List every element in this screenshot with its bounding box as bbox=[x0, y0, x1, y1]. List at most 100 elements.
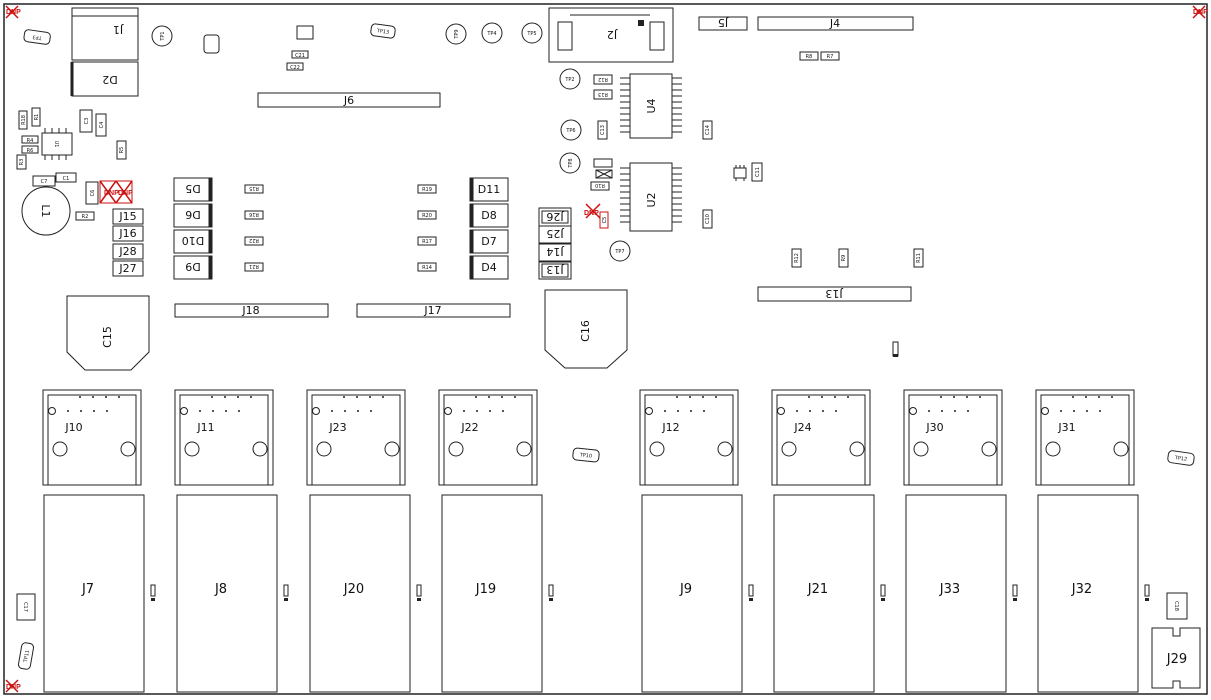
terminal-label: J20 bbox=[343, 582, 364, 597]
jack-label: J12 bbox=[661, 421, 679, 434]
terminal-block-j32: J32 bbox=[1037, 494, 1150, 693]
svg-text:TP2: TP2 bbox=[564, 77, 574, 83]
svg-text:D5: D5 bbox=[185, 182, 200, 195]
svg-text:C13: C13 bbox=[600, 125, 606, 135]
svg-text:C6: C6 bbox=[90, 190, 96, 197]
svg-text:J28: J28 bbox=[118, 245, 136, 258]
svg-text:D4: D4 bbox=[481, 261, 496, 274]
jack-label: J30 bbox=[925, 421, 943, 434]
diode-d5: D5 bbox=[173, 177, 213, 202]
testpoint-tp1: TP1 bbox=[151, 25, 173, 47]
testpoint-tp3: TP3 bbox=[23, 29, 51, 45]
svg-text:TP11: TP11 bbox=[23, 650, 31, 664]
resistor-r14: R14 bbox=[417, 262, 437, 272]
jack-label: J24 bbox=[793, 421, 811, 434]
svg-text:TP12: TP12 bbox=[1173, 455, 1187, 463]
rj45-jack-j31: J31 bbox=[1035, 389, 1135, 486]
terminal-label: J21 bbox=[807, 582, 828, 597]
capacitor-c7: C7 bbox=[32, 175, 56, 187]
terminal-block-j21: J21 bbox=[773, 494, 886, 693]
connector-j28: J28 bbox=[112, 243, 144, 260]
connector-j6: J6 bbox=[257, 92, 441, 108]
connector-j26: J26 bbox=[538, 207, 572, 227]
resistor-r3: R3 bbox=[16, 154, 27, 170]
svg-text:C17: C17 bbox=[22, 602, 28, 612]
svg-text:L1: L1 bbox=[39, 204, 52, 217]
capacitor-c9-small bbox=[203, 34, 220, 54]
terminal-block-j7: J7 bbox=[43, 494, 156, 693]
ic-block-top bbox=[296, 25, 314, 40]
small-transistor-q bbox=[733, 165, 747, 181]
resistor-r7: R7 bbox=[820, 51, 840, 61]
svg-text:D11: D11 bbox=[478, 183, 500, 196]
capacitor-c3: C3 bbox=[79, 109, 93, 133]
svg-text:J25: J25 bbox=[546, 227, 564, 240]
resistor-r1: R1 bbox=[31, 107, 41, 127]
connector-j4: J4 bbox=[757, 16, 914, 31]
capacitor-c21: C21 bbox=[291, 50, 309, 59]
testpoint-tp6: TP6 bbox=[560, 119, 582, 141]
connector-j3: J13 bbox=[757, 286, 912, 302]
svg-text:R21: R21 bbox=[249, 263, 259, 269]
terminal-block-j33: J33 bbox=[905, 494, 1018, 693]
rj45-jack-j22: J22 bbox=[438, 389, 538, 486]
resistor-r16: R16 bbox=[244, 210, 264, 220]
svg-text:TP8: TP8 bbox=[568, 158, 574, 168]
connector-j5: J5 bbox=[698, 16, 748, 31]
svg-text:J17: J17 bbox=[423, 304, 441, 317]
resistor-r5: R5 bbox=[116, 140, 127, 160]
testpoint-tp8: TP8 bbox=[559, 152, 581, 174]
connector-j17: J17 bbox=[356, 303, 511, 318]
diode-d8: D8 bbox=[469, 203, 509, 228]
svg-text:R2: R2 bbox=[82, 214, 89, 220]
chip-u4: U4 bbox=[620, 73, 682, 139]
resistor-r12: R12 bbox=[791, 248, 802, 268]
capacitor-c16: C16 bbox=[544, 289, 628, 369]
connector-j15: J15 bbox=[112, 208, 144, 225]
dnp-markers-left: DNP DNP bbox=[99, 180, 133, 204]
svg-text:D7: D7 bbox=[481, 235, 496, 248]
diode-d2: D2 bbox=[70, 61, 139, 97]
capacitor-c6: C6 bbox=[85, 181, 99, 205]
connector-j16: J16 bbox=[112, 225, 144, 242]
resistor-r11: R11 bbox=[913, 248, 924, 268]
svg-text:C7: C7 bbox=[41, 179, 48, 185]
svg-text:R18: R18 bbox=[21, 115, 27, 125]
svg-text:C3: C3 bbox=[84, 118, 90, 125]
svg-text:DNP: DNP bbox=[118, 190, 133, 197]
svg-text:D6: D6 bbox=[185, 208, 200, 221]
testpoint-tp10: TP10 bbox=[572, 447, 600, 463]
svg-text:C18: C18 bbox=[1173, 601, 1179, 611]
svg-text:TP13: TP13 bbox=[375, 28, 389, 36]
testpoint-tp5: TP5 bbox=[521, 22, 543, 44]
svg-text:TP4: TP4 bbox=[486, 31, 496, 37]
tiny-component-right bbox=[892, 341, 899, 357]
terminal-block-j9: J9 bbox=[641, 494, 754, 693]
testpoint-tp4: TP4 bbox=[481, 22, 503, 44]
svg-text:C21: C21 bbox=[295, 53, 305, 59]
capacitor-c1: C1 bbox=[55, 172, 77, 183]
svg-text:U1: U1 bbox=[53, 141, 59, 148]
svg-text:D2: D2 bbox=[102, 73, 117, 86]
connector-j29: J29 bbox=[1151, 627, 1201, 689]
terminal-label: J33 bbox=[939, 582, 960, 597]
svg-text:TP7: TP7 bbox=[614, 249, 624, 255]
connector-j18: J18 bbox=[174, 303, 329, 318]
capacitor-c14: C14 bbox=[702, 120, 713, 140]
capacitor-c10: C10 bbox=[702, 209, 713, 229]
connector-j13: J13 bbox=[538, 261, 572, 280]
capacitor-c4: C4 bbox=[95, 113, 107, 137]
svg-text:TP6: TP6 bbox=[565, 128, 575, 134]
testpoint-tp7: TP7 bbox=[609, 240, 631, 262]
rj45-jack-j12: J12 bbox=[639, 389, 739, 486]
svg-text:C11: C11 bbox=[755, 167, 761, 177]
svg-text:J1: J1 bbox=[113, 23, 124, 36]
connector-j2: J2 bbox=[548, 7, 674, 63]
resistor-r15: R15 bbox=[244, 184, 264, 194]
svg-text:J5: J5 bbox=[718, 16, 729, 29]
svg-text:DNP: DNP bbox=[6, 684, 21, 691]
testpoint-tp13: TP13 bbox=[370, 23, 396, 39]
dnp-marker-center: DNP bbox=[584, 203, 601, 219]
